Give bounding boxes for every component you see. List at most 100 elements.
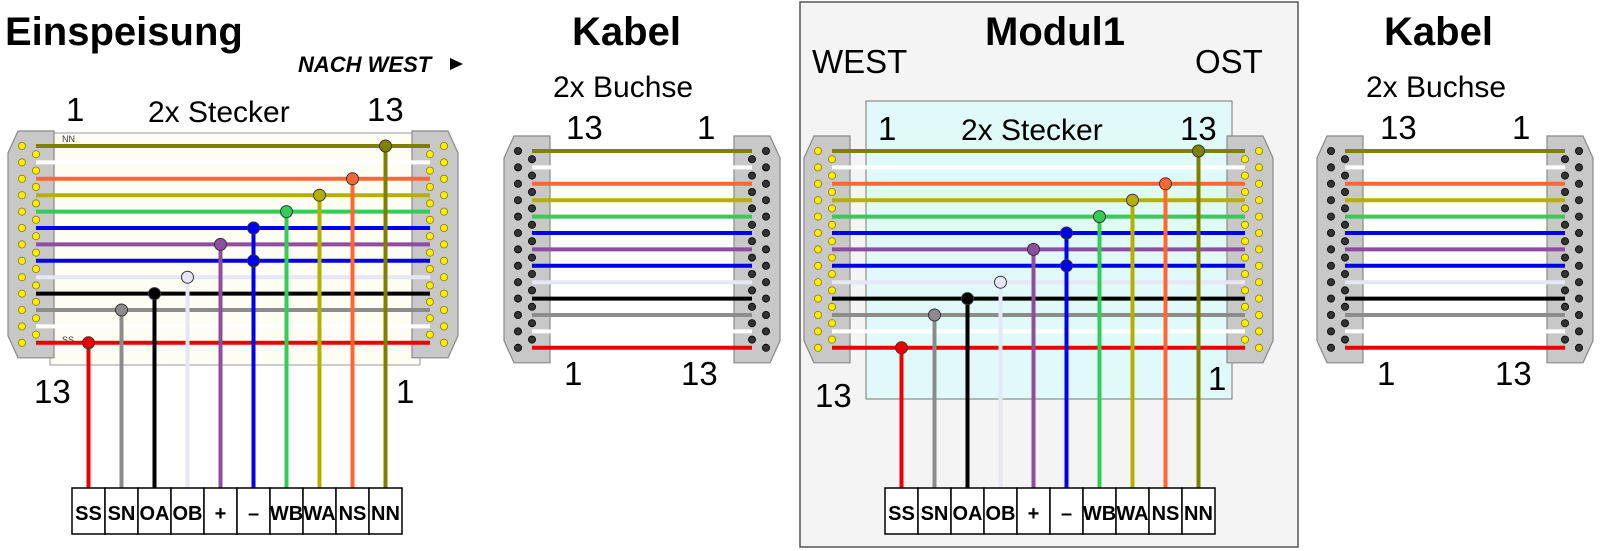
modul1-terminal-label: OB (986, 503, 1016, 525)
kabel1-right-connector-pin (762, 278, 771, 287)
kabel2-pin-bottom-left: 1 (1377, 355, 1395, 392)
einspeisung-pin-bottom-left: 13 (34, 373, 71, 410)
einspeisung-junction-dot (82, 336, 95, 350)
einspeisung-right-connector-pin (425, 150, 434, 159)
kabel2-left-connector-pin (1327, 245, 1336, 254)
kabel2-title: Kabel (1384, 10, 1493, 54)
kabel1-title: Kabel (572, 10, 681, 54)
modul1-left-connector-pin (814, 278, 823, 287)
einspeisung-left-connector-pin (32, 248, 41, 257)
einspeisung-right-connector-pin (439, 338, 448, 347)
einspeisung-left-connector-body (7, 130, 55, 359)
einspeisung-left-connector-pin (17, 322, 26, 331)
einspeisung-right-connector-pin (425, 232, 434, 241)
kabel2-left-connector-pin (1327, 163, 1336, 172)
einspeisung-left-connector-pin (17, 223, 26, 232)
kabel1-right-connector-pin (762, 261, 771, 270)
modul1-left-connector-body (803, 135, 851, 364)
kabel2-right-connector-pin (1575, 228, 1584, 237)
modul1-left-connector-pin (814, 196, 823, 205)
einspeisung-junction-dot (247, 221, 260, 235)
einspeisung-terminal-label: SN (108, 503, 136, 525)
kabel1-right-connector-pin (762, 163, 771, 172)
kabel1-right-connector-pin (748, 319, 757, 328)
modul1-right-connector-pin (1255, 163, 1264, 172)
einspeisung-left-connector-pin (17, 191, 26, 200)
kabel1-right-connector-pin (748, 171, 757, 180)
modul1-left-connector-pin (814, 179, 823, 188)
einspeisung-terminal-label: WB (270, 503, 303, 525)
kabel2-left-connector-pin (1327, 196, 1336, 205)
kabel2-right-connector-body (1546, 135, 1594, 364)
einspeisung-left-connector-pin (17, 141, 26, 150)
einspeisung-left-connector-pin (17, 207, 26, 216)
kabel1-left-connector-pin (514, 343, 523, 352)
modul1-terminal-box (1049, 487, 1084, 535)
einspeisung-row-label-bottom: SS (62, 335, 74, 345)
kabel1-right-connector-pin (762, 245, 771, 254)
modul1-junction-dot (1159, 177, 1172, 191)
modul1-junction-dot (994, 275, 1007, 289)
modul1-title: Modul1 (985, 10, 1125, 54)
kabel1-right-connector-pin (762, 294, 771, 303)
einspeisung-right-connector-pin (425, 199, 434, 208)
kabel1-pin-top-right: 1 (697, 109, 715, 146)
einspeisung-terminal-label: NS (339, 503, 367, 525)
modul1-right-connector-pin (1255, 228, 1264, 237)
kabel1-left-connector-pin (514, 179, 523, 188)
kabel2-left-connector-pin (1341, 302, 1350, 311)
kabel2-right-connector-pin (1575, 343, 1584, 352)
kabel1-left-connector-pin (514, 228, 523, 237)
einspeisung-terminal-label: WA (303, 503, 335, 525)
kabel1-right-connector-pin (748, 286, 757, 295)
modul1-right-connector-pin (1241, 302, 1250, 311)
modul1-left-connector-pin (828, 171, 837, 180)
modul1-left-connector-pin (814, 146, 823, 155)
modul1-terminal-label: NN (1184, 503, 1213, 525)
kabel2-left-connector-pin (1341, 155, 1350, 164)
modul1-junction-dot (1060, 226, 1073, 240)
kabel2-right-connector-pin (1575, 163, 1584, 172)
einspeisung-right-connector-pin (439, 158, 448, 167)
einspeisung-right-connector-pin (425, 264, 434, 273)
einspeisung-terminal-box (368, 487, 403, 535)
kabel1-right-connector-body (733, 135, 781, 364)
modul1-terminal-box (1082, 487, 1117, 535)
kabel2-left-connector-pin (1341, 171, 1350, 180)
kabel2-right-connector-pin (1575, 261, 1584, 270)
kabel1-left-connector-pin (514, 212, 523, 221)
einspeisung-terminal-label: NN (371, 503, 400, 525)
einspeisung-right-connector-pin (425, 215, 434, 224)
modul1-right-connector-pin (1241, 286, 1250, 295)
modul1-right-connector-pin (1255, 146, 1264, 155)
modul1-terminal-label: WB (1083, 503, 1116, 525)
kabel2-right-connector-pin (1561, 155, 1570, 164)
einspeisung-right-connector-pin (425, 166, 434, 175)
modul1-right-connector-pin (1241, 204, 1250, 213)
kabel2-left-connector-pin (1327, 261, 1336, 270)
modul1-right-connector-pin (1255, 343, 1264, 352)
kabel1-left-connector-pin (514, 146, 523, 155)
kabel2-left-connector-pin (1341, 204, 1350, 213)
modul1-left-connector-pin (814, 310, 823, 319)
modul1-right-connector-pin (1241, 155, 1250, 164)
kabel2-right-connector-pin (1575, 245, 1584, 254)
kabel1-right-connector-pin (762, 343, 771, 352)
kabel2-pin-bottom-right: 13 (1495, 355, 1532, 392)
kabel2-connector-label: 2x Buchse (1366, 71, 1506, 104)
kabel2-left-connector-pin (1327, 294, 1336, 303)
kabel2-right-connector-pin (1575, 196, 1584, 205)
modul1-pin-top-left: 1 (878, 110, 896, 147)
modul1-west-label: WEST (812, 43, 907, 80)
einspeisung-connector-label: 2x Stecker (148, 96, 290, 129)
modul1-terminal-label: SS (888, 503, 915, 525)
kabel2-right-connector-pin (1575, 179, 1584, 188)
einspeisung-left-connector-pin (32, 232, 41, 241)
modul1-left-connector-pin (828, 204, 837, 213)
modul1-left-connector-pin (814, 245, 823, 254)
modul1-right-connector-body (1226, 135, 1274, 364)
modul1-junction-dot (1192, 144, 1205, 158)
einspeisung-junction-dot (280, 205, 293, 219)
einspeisung-junction-dot (214, 237, 227, 251)
